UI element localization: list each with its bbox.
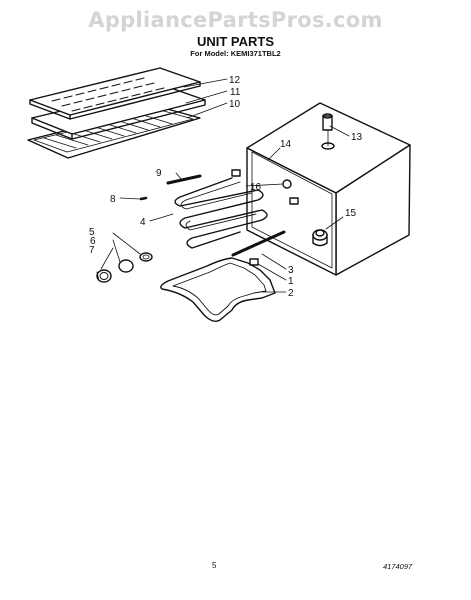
document-number: 4174097 xyxy=(383,562,413,571)
callout-8: 8 xyxy=(110,194,116,205)
callout-15: 15 xyxy=(345,208,357,219)
callout-1: 1 xyxy=(288,276,294,287)
watermark: AppliancePartsPros.com xyxy=(88,8,383,32)
broil-element-part-4 xyxy=(175,178,267,248)
lamp-assembly-parts-5-6-7 xyxy=(97,253,152,282)
page-number: 5 xyxy=(212,561,217,570)
callout-6: 6 xyxy=(90,236,96,247)
bar-part-3 xyxy=(233,232,284,255)
callout-5: 5 xyxy=(89,227,95,238)
plug-part-16 xyxy=(283,180,291,188)
callout-3: 3 xyxy=(288,265,294,276)
leader-lines xyxy=(101,79,349,292)
element-brackets xyxy=(232,170,298,265)
callout-2: 2 xyxy=(288,288,294,299)
oven-liner-box xyxy=(247,103,410,275)
callout-10: 10 xyxy=(229,99,241,110)
callout-12: 12 xyxy=(229,75,241,86)
callout-4: 4 xyxy=(140,217,146,228)
callout-labels: 12 11 10 13 14 16 15 9 8 4 5 6 7 3 1 2 xyxy=(89,75,363,299)
model-line: For Model: KEMI371TBL2 xyxy=(190,49,281,58)
screw-part-8 xyxy=(141,198,146,199)
bake-element-part-2 xyxy=(161,258,275,321)
callout-11: 11 xyxy=(230,87,241,98)
shield-part-9 xyxy=(168,176,200,183)
callout-14: 14 xyxy=(280,139,292,150)
terminal-block-part-15 xyxy=(313,230,327,246)
page-title: UNIT PARTS xyxy=(196,34,275,49)
sensor-part-13 xyxy=(322,114,334,149)
broiler-grid-part-12 xyxy=(29,68,201,120)
callout-7: 7 xyxy=(89,245,95,256)
callout-16: 16 xyxy=(250,182,262,193)
callout-13: 13 xyxy=(351,132,363,143)
callout-9: 9 xyxy=(156,168,162,179)
